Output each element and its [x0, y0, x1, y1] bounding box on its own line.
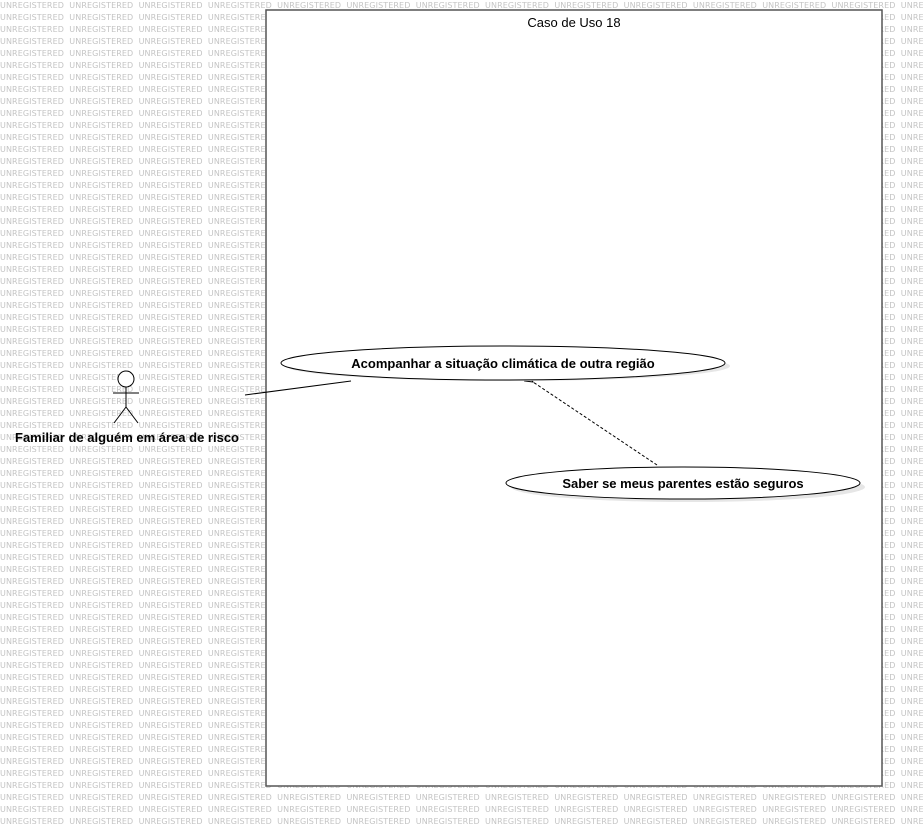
actor-figure[interactable]	[113, 370, 139, 424]
system-boundary-title: Caso de Uso 18	[527, 15, 620, 30]
use-case-acompanhar[interactable]: Acompanhar a situação climática de outra…	[280, 345, 730, 381]
system-boundary[interactable]: Caso de Uso 18	[265, 9, 883, 787]
actor-left-leg	[113, 406, 127, 424]
use-case-label: Acompanhar a situação climática de outra…	[351, 356, 654, 371]
watermark-line: UNREGISTERED UNREGISTERED UNREGISTERED U…	[0, 793, 923, 802]
use-case-label: Saber se meus parentes estão seguros	[562, 476, 803, 491]
actor-right-leg	[125, 406, 139, 424]
use-case-saber[interactable]: Saber se meus parentes estão seguros	[505, 466, 865, 502]
watermark-line: UNREGISTERED UNREGISTERED UNREGISTERED U…	[0, 805, 923, 814]
watermark-line: UNREGISTERED UNREGISTERED UNREGISTERED U…	[0, 817, 923, 826]
association-line[interactable]	[244, 380, 352, 396]
actor-head	[117, 370, 135, 388]
actor-name: Familiar de alguém em área de risco	[15, 430, 239, 445]
watermark-line: UNREGISTERED UNREGISTERED UNREGISTERED U…	[0, 1, 923, 10]
